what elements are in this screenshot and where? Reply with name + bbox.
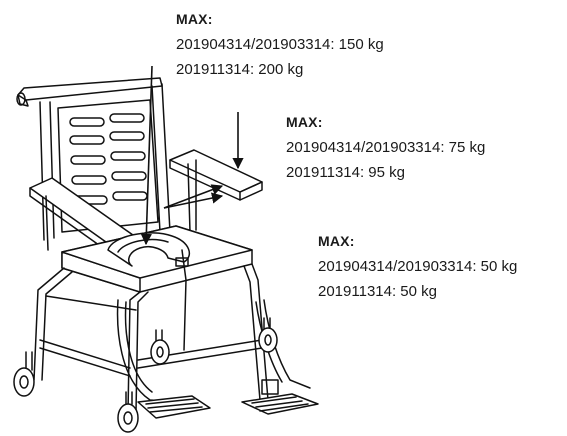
caster-wheel — [13, 351, 35, 397]
label-heading: MAX: — [176, 11, 213, 27]
backrest-slot — [69, 117, 105, 127]
label-line: 201904314/201903314: 150 kg — [176, 36, 384, 53]
label-line: 201911314: 95 kg — [286, 164, 405, 181]
armrest-right — [169, 149, 263, 233]
caster-wheel — [150, 329, 170, 365]
label-line: 201911314: 50 kg — [318, 283, 437, 300]
caster-wheel — [258, 317, 278, 353]
load-arrow-backrest — [163, 192, 224, 209]
label-footrest-load: MAX: 201904314/201903314: 50 kg 20191131… — [318, 229, 517, 304]
label-line: 201911314: 200 kg — [176, 61, 304, 78]
backrest-slot — [70, 155, 106, 165]
backrest-slot — [109, 131, 145, 141]
backrest-slot — [110, 151, 146, 161]
label-line: 201904314/201903314: 75 kg — [286, 139, 486, 156]
backrest-slot — [109, 113, 145, 123]
label-line: 201904314/201903314: 50 kg — [318, 258, 518, 275]
backrest-slot — [69, 135, 105, 145]
caster-wheel — [117, 391, 139, 433]
seat — [61, 225, 253, 293]
label-heading: MAX: — [318, 233, 355, 249]
label-seat-load: MAX: 201904314/201903314: 150 kg 2019113… — [176, 7, 384, 82]
backrest-slot — [71, 175, 107, 185]
load-arrow-lateral — [163, 184, 224, 209]
footrest-left — [116, 299, 211, 419]
push-handle — [16, 77, 163, 107]
label-armrest-load: MAX: 201904314/201903314: 75 kg 20191131… — [286, 110, 485, 185]
label-heading: MAX: — [286, 114, 323, 130]
load-arrow-seat — [140, 65, 153, 246]
footrest-right — [241, 299, 319, 415]
backrest-slot — [111, 171, 147, 181]
